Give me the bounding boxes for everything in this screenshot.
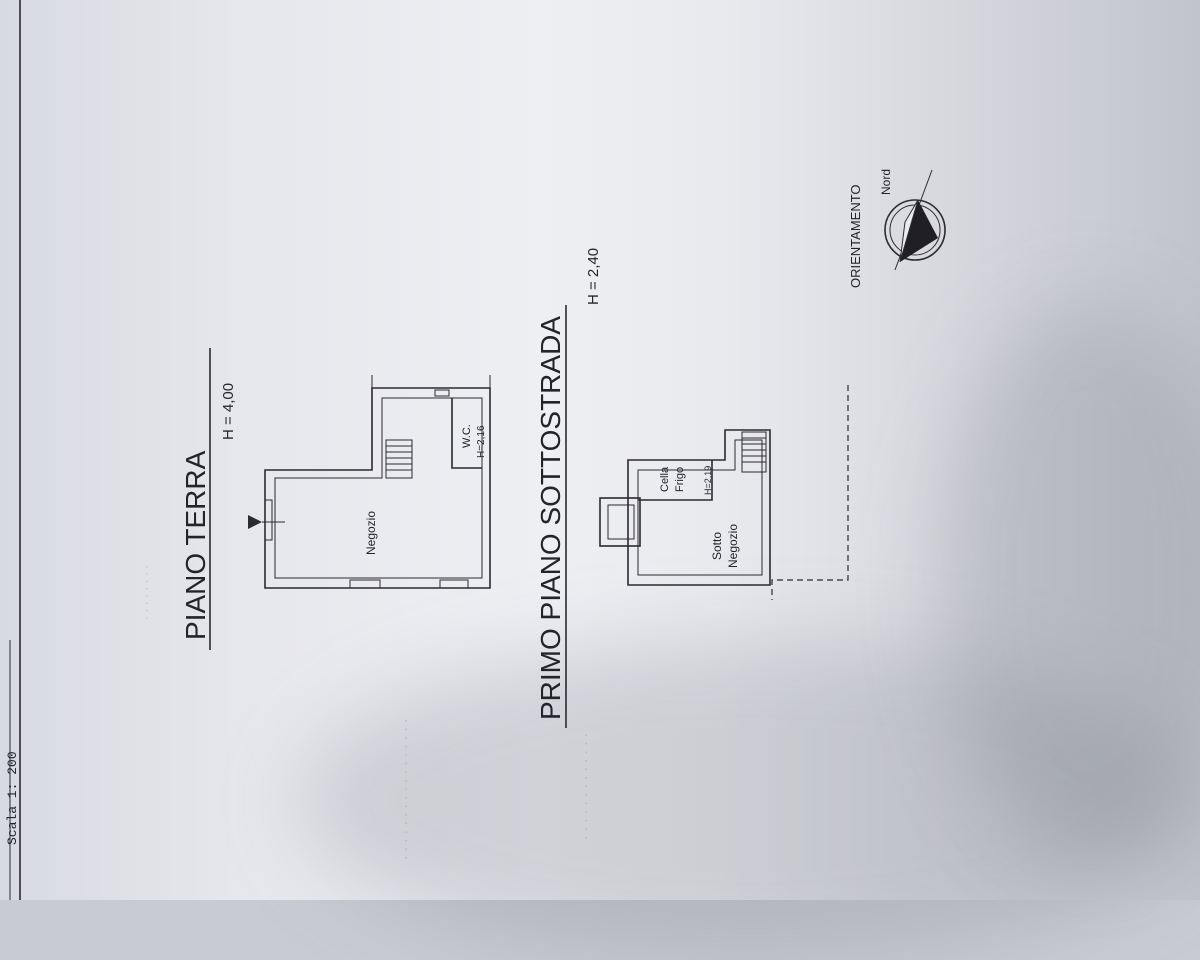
basement-height: H = 2,40: [585, 248, 602, 305]
light-well-inner: [607, 504, 635, 540]
wc-partition: [451, 398, 482, 469]
orientation-label: ORIENTAMENTO: [848, 184, 863, 288]
stairs-treads: [386, 445, 412, 471]
show-through-text: · · · · · · · · · · · · · · · · · · · · …: [139, 565, 593, 860]
ground-floor-stairs: [385, 439, 413, 479]
photo-shadow-right: [940, 300, 1200, 860]
entrance-arrow-icon: [248, 515, 262, 529]
room-label-wc: W.C.: [461, 424, 473, 448]
north-label: Nord: [879, 169, 893, 195]
wall-niches: [265, 499, 469, 588]
cold-room-partition: [638, 460, 713, 501]
ground-floor-outer-wall: [264, 387, 491, 589]
compass-rose-icon: [884, 169, 946, 271]
basement-stairs-treads: [742, 437, 766, 463]
window-mark: [434, 389, 450, 397]
scale-label: Scala 1: 200: [5, 751, 20, 845]
room-label-cold-room-2: Frigo: [674, 467, 686, 492]
floor-plan-drawing: Scala 1: 200 · · · · · · · · · · · · · ·…: [5, 0, 946, 900]
svg-text:· · · · · · · · · · · · ·: · · · · · · · · · · · · ·: [577, 733, 593, 840]
room-label-shop-under-2: Negozio: [726, 524, 740, 568]
street-boundary-dashed: [771, 385, 849, 600]
room-label-shop: Negozio: [364, 511, 378, 555]
room-label-cold-room-height: H=2,19: [703, 466, 713, 495]
light-well: [599, 497, 641, 547]
ground-floor-inner-wall: [274, 397, 483, 579]
svg-text:· · · · · · · · · · · · · · ·: · · · · · · · · · · · · · · · · ·: [397, 719, 413, 861]
svg-text:· · · · · · · ·: · · · · · · · ·: [139, 565, 153, 620]
basement-title: PRIMO PIANO SOTTOSTRADA: [535, 316, 566, 720]
room-label-cold-room: Cella: [659, 466, 671, 492]
room-label-shop-under: Sotto: [710, 532, 724, 560]
basement-stairs: [741, 431, 767, 473]
wall-stub: [371, 375, 491, 388]
ground-floor-plan: [248, 375, 491, 589]
ground-floor-height: H = 4,00: [220, 383, 237, 440]
basement-outer-wall: [627, 429, 771, 586]
basement-plan: [599, 385, 849, 600]
room-label-wc-height: H=2,16: [476, 425, 487, 458]
ground-floor-title: PIANO TERRA: [180, 450, 211, 640]
basement-inner-wall: [637, 439, 763, 576]
